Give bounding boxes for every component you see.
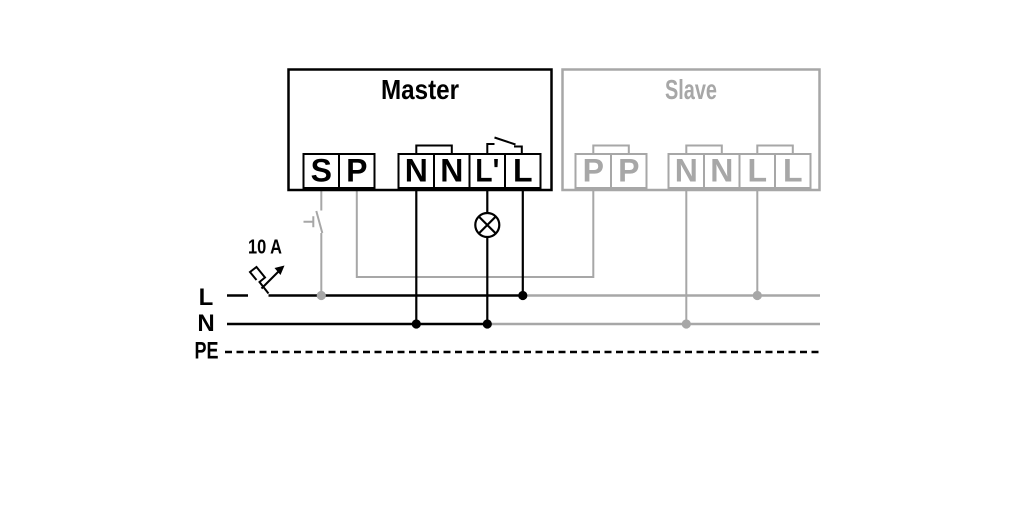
breaker-arrow-head (274, 265, 285, 275)
terminal-label: S (311, 153, 332, 189)
terminal-label: L (513, 153, 533, 189)
push-actuator (303, 216, 315, 228)
terminal-box (703, 153, 741, 189)
master-device: Master S P N N L' L (287, 68, 553, 192)
switch-blade (315, 210, 324, 234)
circuit-breaker-icon (248, 265, 285, 295)
bridge-jumper-icon (685, 144, 723, 154)
breaker-blade (248, 265, 270, 295)
active-wiring (225, 188, 820, 354)
bus-label-l: L (199, 284, 214, 311)
terminal-label: L' (475, 153, 499, 189)
slave-title: Slave (665, 74, 717, 105)
bus-label-pe: PE (195, 338, 219, 365)
slave-terminal-strip: P P N N L L (574, 153, 812, 189)
bridge-jumper-icon (415, 144, 453, 154)
master-terminal-strip: S P N N L' L (302, 153, 542, 189)
terminal-box (338, 153, 376, 189)
junction-dot (411, 319, 421, 329)
breaker-arrow-shaft (260, 269, 281, 290)
terminal-box (774, 153, 812, 189)
terminal-label: L (748, 153, 768, 189)
slave-box (561, 68, 821, 192)
terminal-label: P (346, 153, 367, 189)
terminal-label: P (583, 153, 604, 189)
relay-contact-icon (486, 136, 523, 154)
terminal-label: N (710, 153, 733, 189)
junction-dot (482, 319, 492, 329)
lamp-cross (478, 215, 497, 235)
junction-dot (752, 290, 762, 301)
terminal-label: N (440, 153, 463, 189)
push-button-icon (303, 210, 324, 234)
terminal-label: N (675, 153, 698, 189)
terminal-label: N (405, 153, 428, 189)
lamp-icon (474, 211, 501, 239)
master-title: Master (381, 74, 459, 105)
junction-dot (316, 290, 326, 301)
junction-dots (316, 290, 762, 329)
terminal-label: P (618, 153, 639, 189)
slave-device: Slave P P N N L L (561, 68, 821, 192)
terminal-box (610, 153, 648, 189)
terminal-label: L (783, 153, 803, 189)
bus-label-n: N (197, 310, 214, 337)
terminal-box (504, 153, 542, 189)
fuse-rating-label: 10 A (248, 237, 282, 259)
inactive-wiring (303, 188, 820, 326)
master-box (287, 68, 553, 192)
bridge-jumper-icon (756, 144, 794, 154)
junction-dot (518, 290, 528, 301)
bridge-jumper-icon (592, 144, 630, 154)
junction-dot (681, 319, 691, 329)
wire-master-slave-p-link (355, 188, 595, 278)
